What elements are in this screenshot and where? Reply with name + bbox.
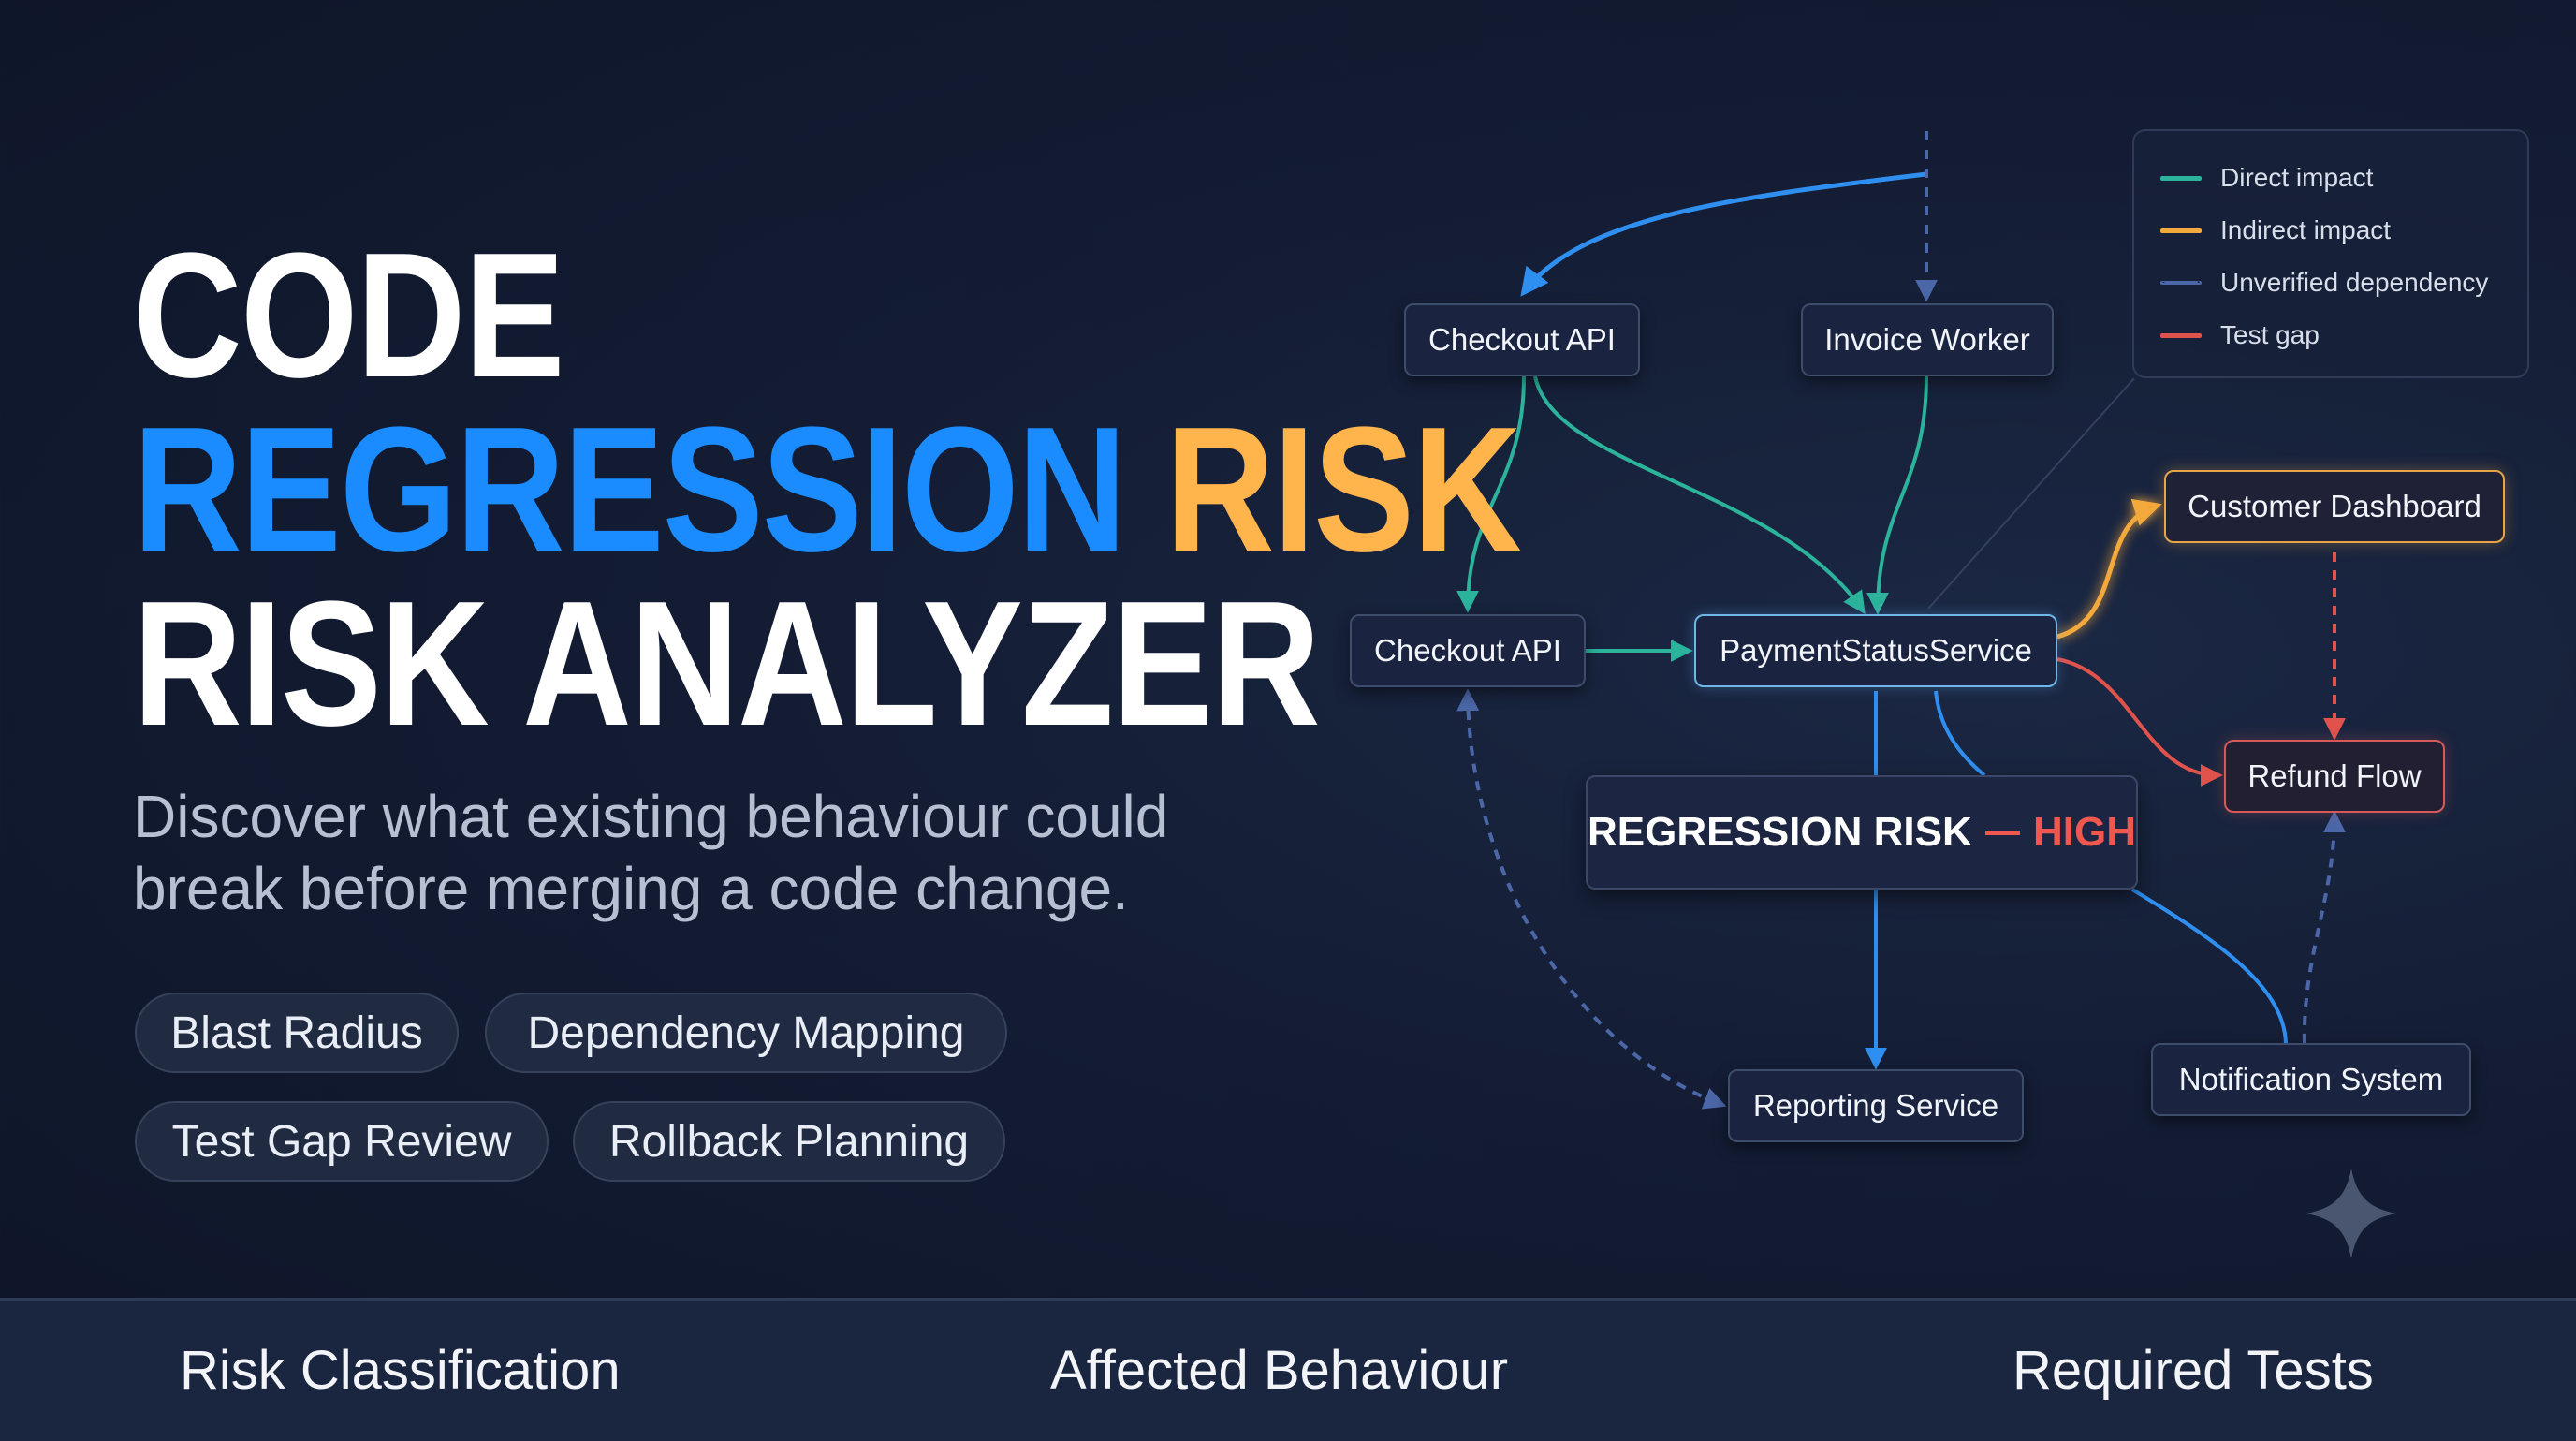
node-checkout-api-top[interactable]: Checkout API — [1404, 303, 1640, 376]
legend-unverified-dependency: Unverified dependency — [2160, 264, 2488, 301]
edge-payment-to-dashboard — [2056, 498, 2162, 640]
legend-label-indirect: Indirect impact — [2220, 215, 2392, 244]
bottom-item-required-tests: Required Tests — [2012, 1340, 2374, 1401]
legend-guide-line — [1927, 377, 2135, 610]
risk-dash — [1984, 830, 2020, 835]
edge-notification-to-refund — [2302, 810, 2346, 1044]
tag-rollback-planning[interactable]: Rollback Planning — [573, 1101, 1005, 1182]
node-payment-status-service[interactable]: PaymentStatusService — [1694, 614, 2057, 687]
bottom-item-risk-classification: Risk Classification — [180, 1340, 621, 1401]
edge-payment-to-risk — [1934, 690, 1986, 777]
edge-invoice-to-payment — [1866, 375, 1928, 615]
legend-label-direct: Direct impact — [2220, 163, 2374, 192]
legend-indirect-impact: Indirect impact — [2160, 212, 2391, 249]
diagram-legend: Direct impact Indirect impact Unverified… — [2132, 129, 2529, 378]
regression-risk-badge: REGRESSION RISK HIGH — [1586, 775, 2138, 890]
risk-level: HIGH — [2033, 809, 2136, 855]
legend-direct-impact: Direct impact — [2160, 159, 2373, 197]
edge-checkout-top-to-payment — [1533, 375, 1866, 614]
risk-label: REGRESSION RISK — [1588, 809, 1972, 855]
edge-checkout-mid-to-reporting — [1456, 688, 1727, 1110]
edge-checkout-top-to-checkout-mid — [1456, 375, 1526, 613]
tag-blast-radius[interactable]: Blast Radius — [135, 993, 459, 1073]
title-line-risk-analyzer: RISK ANALYZER — [133, 565, 1321, 763]
legend-swatch-test-gap — [2160, 332, 2202, 338]
legend-test-gap: Test gap — [2160, 316, 2320, 354]
title-regression-word: REGRESSION — [133, 390, 1127, 589]
title-line-regression-risk: REGRESSION RISK — [133, 401, 1522, 579]
node-reporting-service[interactable]: Reporting Service — [1728, 1069, 2024, 1142]
sparkle-icon — [2306, 1169, 2396, 1258]
node-invoice-worker[interactable]: Invoice Worker — [1801, 303, 2054, 376]
tag-dependency-mapping[interactable]: Dependency Mapping — [485, 993, 1007, 1073]
legend-label-test-gap: Test gap — [2220, 320, 2320, 349]
edge-source-to-checkout-api — [1520, 171, 1927, 297]
legend-label-unverified: Unverified dependency — [2220, 268, 2489, 297]
bottom-feature-bar: Risk Classification Affected Behaviour R… — [0, 1298, 2576, 1441]
title-risk-word: RISK — [1165, 390, 1522, 589]
tag-test-gap-review[interactable]: Test Gap Review — [135, 1101, 549, 1182]
bottom-item-affected-behaviour: Affected Behaviour — [1050, 1340, 1509, 1401]
node-checkout-api-mid[interactable]: Checkout API — [1350, 614, 1586, 687]
edge-payment-to-refund — [2056, 657, 2223, 787]
title-line-code: CODE — [133, 216, 565, 415]
hero-subtitle: Discover what existing behaviour could b… — [133, 783, 1169, 922]
node-refund-flow[interactable]: Refund Flow — [2224, 740, 2445, 813]
node-notification-system[interactable]: Notification System — [2151, 1043, 2471, 1116]
edge-risk-to-notification — [2130, 888, 2288, 1044]
node-customer-dashboard[interactable]: Customer Dashboard — [2164, 470, 2505, 543]
legend-swatch-direct — [2160, 175, 2202, 181]
legend-swatch-unverified — [2160, 281, 2202, 285]
legend-swatch-indirect — [2160, 228, 2202, 233]
